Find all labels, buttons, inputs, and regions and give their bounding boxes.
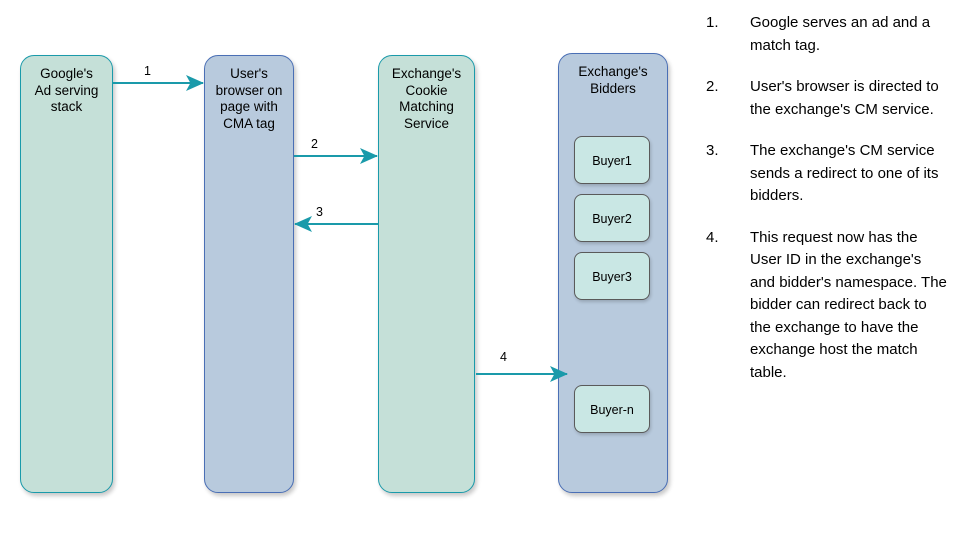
legend-item-2-text: User's browser is directed to the exchan… [750,78,939,118]
legend-item-4-number: 4. [706,228,719,246]
legend-item-4-text: This request now has the User ID in the … [750,228,947,381]
arrow-1-label: 1 [144,64,151,78]
arrow-3-label: 3 [316,205,323,219]
legend-item-3: 3. The exchange's CM service sends a red… [706,140,950,208]
lane-browser-label: User's browser on page with CMA tag [215,66,283,131]
lane-bidders-label: Exchange's Bidders [578,64,648,96]
legend-item-3-number: 3. [706,142,719,159]
arrow-2-label: 2 [311,137,318,151]
legend-item-3-text: The exchange's CM service sends a redire… [750,142,939,204]
legend-item-1-number: 1. [706,14,719,31]
lane-google-label: Google's Ad serving stack [34,66,99,114]
lane-exchange-cookie-matching-service: Exchange's Cookie Matching Service [378,55,475,493]
buyer-box-n: Buyer-n [574,385,650,433]
buyer-box-1: Buyer1 [574,136,650,184]
lane-google-ad-serving-stack: Google's Ad serving stack [20,55,113,493]
lane-user-browser: User's browser on page with CMA tag [204,55,294,493]
legend-item-4: 4. This request now has the User ID in t… [706,227,950,385]
legend-item-1-text: Google serves an ad and a match tag. [750,14,931,54]
legend-item-2: 2. User's browser is directed to the exc… [706,76,950,121]
legend-item-2-number: 2. [706,78,719,95]
buyer-box-3: Buyer3 [574,252,650,300]
arrow-4-label: 4 [500,350,507,364]
legend-list: 1. Google serves an ad and a match tag. … [706,12,950,403]
legend-item-1: 1. Google serves an ad and a match tag. [706,12,950,57]
buyer-box-2: Buyer2 [574,194,650,242]
lane-cms-label: Exchange's Cookie Matching Service [391,66,462,131]
